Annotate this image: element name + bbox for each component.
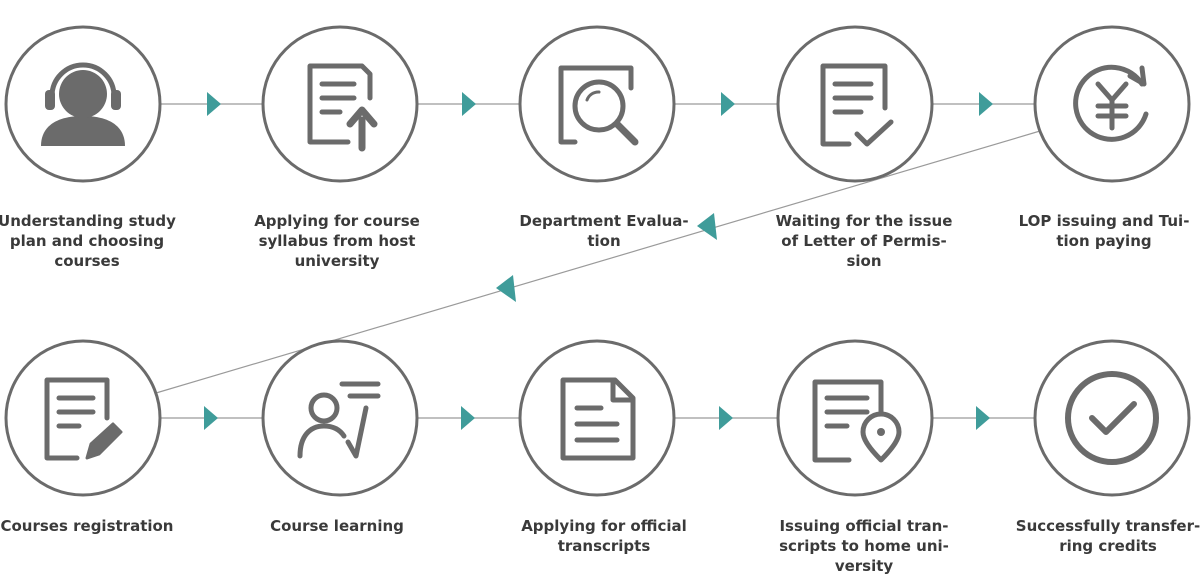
step-6-circle bbox=[4, 339, 162, 497]
arrow-9-10 bbox=[976, 406, 990, 430]
step-2-circle bbox=[261, 25, 419, 183]
step-10-label: Successfully transfer- ring credits bbox=[1015, 517, 1200, 555]
step-4-circle bbox=[776, 25, 934, 183]
step-3-circle bbox=[518, 25, 676, 183]
arrow-3-4 bbox=[721, 92, 735, 116]
headset-person-icon bbox=[41, 62, 125, 146]
step-9-label: Issuing official tran- scripts to home u… bbox=[779, 517, 949, 575]
document-location-icon bbox=[812, 379, 902, 463]
document-pen-icon bbox=[44, 377, 123, 461]
step-6-label: Courses registration bbox=[0, 517, 174, 535]
step-9-circle bbox=[776, 339, 934, 497]
arrow-5-6-a bbox=[697, 213, 717, 240]
step-7-label: Course learning bbox=[270, 517, 404, 535]
document-page-icon bbox=[560, 377, 636, 461]
arrow-1-2 bbox=[207, 92, 221, 116]
step-3-label: Department Evalua- tion bbox=[519, 212, 689, 250]
step-10-circle bbox=[1033, 339, 1191, 497]
step-2-label: Applying for course syllabus from host u… bbox=[254, 212, 420, 270]
step-4-label: Waiting for the issue of Letter of Permi… bbox=[775, 212, 953, 270]
magnifier-document-icon bbox=[558, 65, 639, 146]
step-8-circle bbox=[518, 339, 676, 497]
check-circle-icon bbox=[1065, 371, 1159, 465]
document-upload-icon bbox=[307, 63, 378, 152]
arrow-5-6-b bbox=[496, 275, 516, 302]
person-learning-icon bbox=[297, 381, 381, 459]
document-check-icon bbox=[820, 63, 894, 147]
step-7-circle bbox=[261, 339, 419, 497]
arrow-6-7 bbox=[204, 406, 218, 430]
arrow-2-3 bbox=[462, 92, 476, 116]
arrowheads bbox=[204, 92, 993, 430]
step-8-label: Applying for official transcripts bbox=[521, 517, 687, 555]
arrow-4-5 bbox=[979, 92, 993, 116]
arrow-7-8 bbox=[461, 406, 475, 430]
step-1-label: Understanding study plan and choosing co… bbox=[0, 212, 176, 270]
step-5-label: LOP issuing and Tui- tion paying bbox=[1018, 212, 1190, 250]
yen-cycle-icon bbox=[1073, 64, 1149, 142]
arrow-8-9 bbox=[719, 406, 733, 430]
